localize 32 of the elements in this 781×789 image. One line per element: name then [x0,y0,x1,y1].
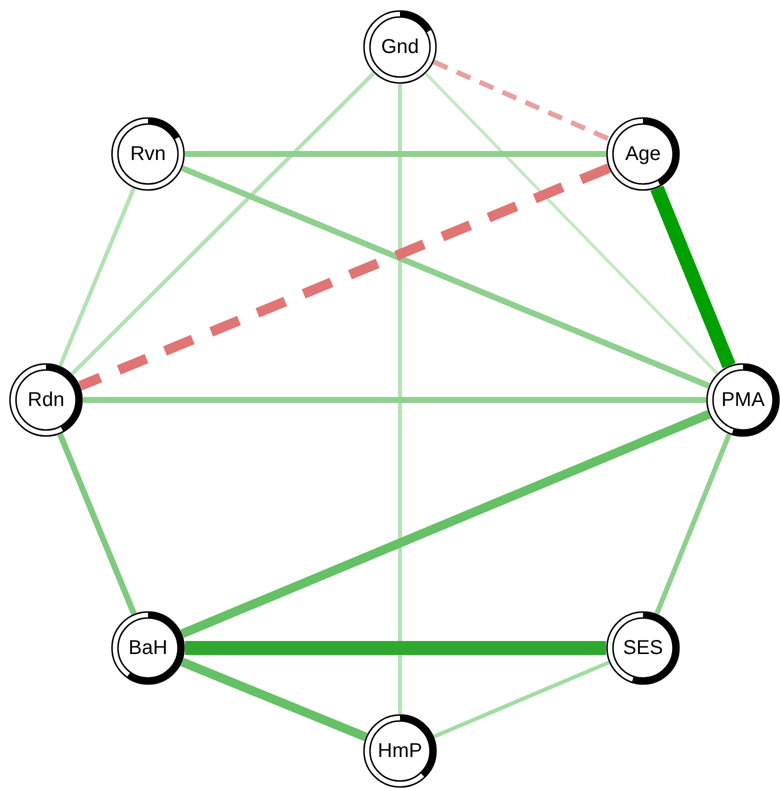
edge-line [180,658,368,742]
node-label: BaH [128,638,168,658]
node-label: Rvn [130,144,166,164]
edge-line [650,186,736,368]
edge-line [432,60,610,142]
edge-line [83,397,706,403]
node-circle [706,363,780,437]
edge-line [58,187,136,367]
edge-line [181,165,710,389]
edge-line [70,72,376,376]
node-label: SES [622,638,664,658]
edge-line [654,433,732,615]
edge-line [185,641,606,655]
edge-line [424,72,718,374]
edge-line [185,151,606,157]
node-circle [363,714,437,788]
node-circle [363,10,437,84]
edge-line [78,163,611,391]
node-circle [111,611,185,685]
node-label: PMA [721,390,765,410]
edge-line [398,84,402,714]
node-circle [606,117,680,191]
edge-line [180,410,711,638]
node-circle [606,611,680,685]
node-circle [9,363,83,437]
node-label: Rdn [28,390,64,410]
edge-line [433,660,610,738]
edge-line [57,433,137,615]
node-circle [111,117,185,191]
node-label: Gnd [381,37,419,57]
node-label: HmP [378,741,422,761]
node-label: Age [625,144,661,164]
